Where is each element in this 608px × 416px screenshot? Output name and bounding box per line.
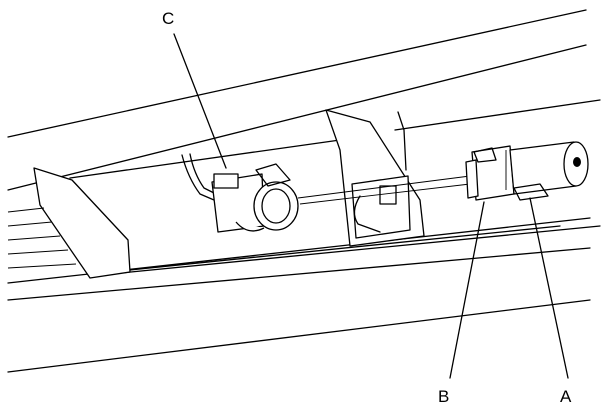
left-bracket [7,167,131,279]
center-bracket [325,109,425,247]
bulb-socket-assembly [465,141,589,201]
callout-label-c: C [162,9,174,28]
connector-c [211,163,299,233]
callout-label-b: B [438,387,449,406]
wire-harness [181,153,471,205]
leader-lines [173,33,569,379]
callout-label-a: A [560,387,572,406]
channel-edges [69,99,601,271]
